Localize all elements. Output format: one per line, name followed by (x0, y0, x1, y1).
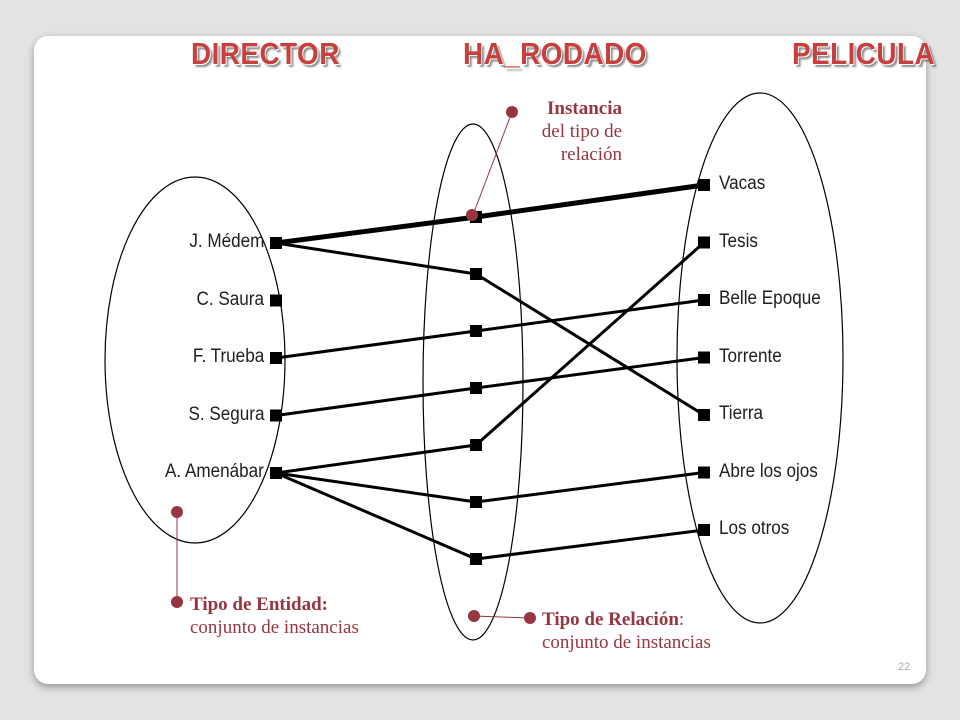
film-instance-marker (698, 409, 710, 421)
relationship-instance-marker (470, 553, 482, 565)
link-line-7 (275, 471, 705, 561)
film-label: Tesis (719, 230, 758, 252)
relationship-instance-marker (470, 439, 482, 451)
link-line-4 (275, 356, 705, 417)
relationship-type-annotation-colon: : (678, 609, 685, 630)
director-instance-marker (270, 467, 282, 479)
director-label: S. Segura (187, 403, 264, 425)
film-instance-marker (698, 524, 710, 536)
instance-callout-dot (506, 106, 518, 118)
film-label: Abre los ojos (719, 460, 818, 482)
director-entity-set-ellipse (104, 176, 286, 544)
film-label: Vacas (719, 173, 766, 194)
relationship-target-dot (468, 610, 480, 622)
film-instance-marker (698, 236, 710, 249)
film-instance-marker (698, 179, 710, 191)
director-label: C. Saura (196, 288, 264, 310)
relationship-type-annotation-title: Tipo de Relación (542, 609, 679, 630)
entity-target-dot (171, 506, 183, 518)
relationship-instance-marker (470, 382, 482, 394)
film-label: Torrente (719, 345, 782, 367)
film-label: Tierra (719, 403, 764, 424)
instance-target-dot (466, 209, 478, 221)
instance-annotation-line3: relación (560, 143, 622, 165)
relationship-callout-line (473, 615, 531, 619)
ha-rodado-header: HA_RODADO (463, 36, 647, 71)
relationship-instance-marker (470, 268, 482, 280)
instance-callout-line (472, 111, 513, 216)
link-line-5 (275, 241, 705, 475)
instance-annotation-line2: del tipo de (541, 120, 622, 142)
instance-annotation-title: Instancia (547, 98, 622, 119)
page-number: 22 (898, 661, 911, 673)
director-instance-marker (270, 237, 282, 249)
relationship-type-annotation: Tipo de Relación: conjunto de instancias (542, 609, 711, 655)
entity-callout-dot (171, 596, 183, 608)
link-line-3 (275, 298, 705, 360)
film-instance-marker (698, 351, 710, 364)
director-label: A. Amenábar (165, 461, 264, 482)
director-label: F. Trueba (192, 346, 264, 367)
entity-type-annotation-title: Tipo de Entidad: (190, 594, 328, 615)
instance-annotation: Instancia del tipo de relación (515, 98, 622, 166)
link-line-6 (275, 471, 705, 504)
director-instance-marker (270, 409, 282, 422)
film-label: Belle Epoque (719, 288, 821, 309)
relationship-instance-marker (470, 325, 482, 337)
director-header: DIRECTOR (191, 36, 340, 71)
relationship-type-annotation-line2: conjunto de instancias (542, 631, 711, 653)
relationship-callout-dot (524, 612, 536, 624)
film-label: Los otros (719, 518, 790, 539)
film-instance-marker (698, 294, 710, 306)
film-instance-marker (698, 466, 710, 479)
pelicula-entity-set-ellipse (676, 92, 844, 624)
director-instance-marker (270, 294, 282, 307)
relationship-instance-marker (470, 496, 482, 508)
entity-type-annotation-line2: conjunto de instancias (190, 616, 359, 638)
director-label: J. Médem (188, 231, 264, 252)
slide (34, 36, 926, 684)
pelicula-header: PELICULA (792, 36, 936, 71)
link-line-1 (275, 182, 705, 246)
entity-type-annotation: Tipo de Entidad: conjunto de instancias (190, 594, 359, 640)
director-instance-marker (270, 352, 282, 364)
